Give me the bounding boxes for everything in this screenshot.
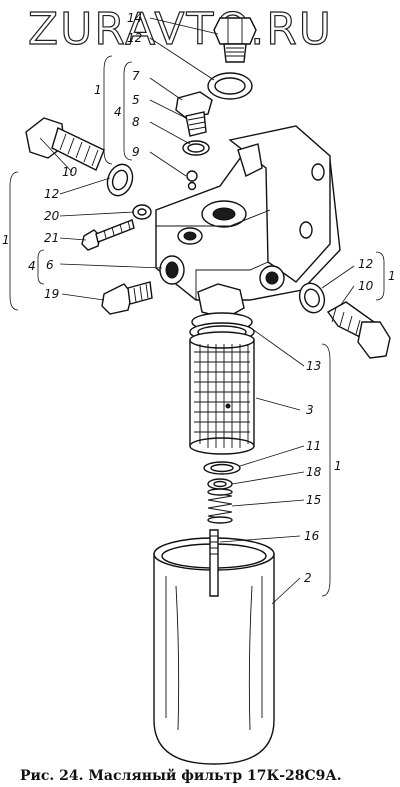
label-16: 16 bbox=[304, 529, 320, 543]
filter-element-3 bbox=[189, 331, 255, 455]
label-2: 2 bbox=[304, 571, 312, 585]
group-label-4-top: 4 bbox=[114, 105, 122, 119]
leader-lines bbox=[39, 17, 355, 605]
label-21: 21 bbox=[44, 231, 59, 245]
plug-19 bbox=[101, 281, 153, 315]
label-7: 7 bbox=[132, 69, 140, 83]
label-18: 18 bbox=[306, 465, 322, 479]
label-12-right: 12 bbox=[358, 257, 373, 271]
label-15: 15 bbox=[306, 493, 321, 507]
center-rod-16 bbox=[209, 529, 219, 597]
gasket-12-top bbox=[207, 72, 253, 100]
filter-cup-2 bbox=[153, 537, 275, 765]
bolt-10-right bbox=[326, 301, 391, 359]
filter-housing-6 bbox=[155, 125, 341, 301]
label-3: 3 bbox=[306, 403, 314, 417]
label-6: 6 bbox=[46, 258, 54, 272]
label-19: 19 bbox=[44, 287, 59, 301]
bolt-10-left bbox=[25, 117, 105, 171]
plug-14 bbox=[213, 17, 257, 63]
gasket-12-left bbox=[106, 163, 134, 197]
label-5: 5 bbox=[132, 93, 140, 107]
label-14: 14 bbox=[127, 11, 142, 25]
brackets bbox=[9, 55, 385, 597]
label-10-left: 10 bbox=[62, 165, 78, 179]
figure-caption: Рис. 24. Масляный фильтр 17К-28С9А. bbox=[20, 767, 342, 784]
spring-15 bbox=[207, 488, 233, 524]
gasket-8 bbox=[182, 140, 210, 156]
ball-9 bbox=[186, 170, 198, 191]
group-label-1-right: 1 bbox=[388, 269, 396, 283]
watermark: ZURAVTO.RU bbox=[28, 4, 333, 55]
gasket-11 bbox=[203, 461, 241, 475]
screw-21 bbox=[81, 219, 135, 251]
label-13: 13 bbox=[306, 359, 321, 373]
label-11: 11 bbox=[306, 439, 321, 453]
label-9: 9 bbox=[132, 145, 140, 159]
label-12-top: 12 bbox=[127, 31, 142, 45]
washer-20 bbox=[132, 204, 152, 220]
group-label-4-left: 4 bbox=[28, 259, 36, 273]
group-label-1-top: 1 bbox=[94, 83, 102, 97]
label-10-right: 10 bbox=[358, 279, 374, 293]
label-8: 8 bbox=[132, 115, 140, 129]
group-label-1-bottom: 1 bbox=[334, 459, 342, 473]
gasket-12-right bbox=[298, 282, 326, 314]
washer-18 bbox=[207, 478, 233, 490]
label-20: 20 bbox=[44, 209, 60, 223]
valve-plug-7 bbox=[175, 91, 213, 137]
label-12-left: 12 bbox=[44, 187, 59, 201]
group-label-1-left: 1 bbox=[2, 233, 10, 247]
